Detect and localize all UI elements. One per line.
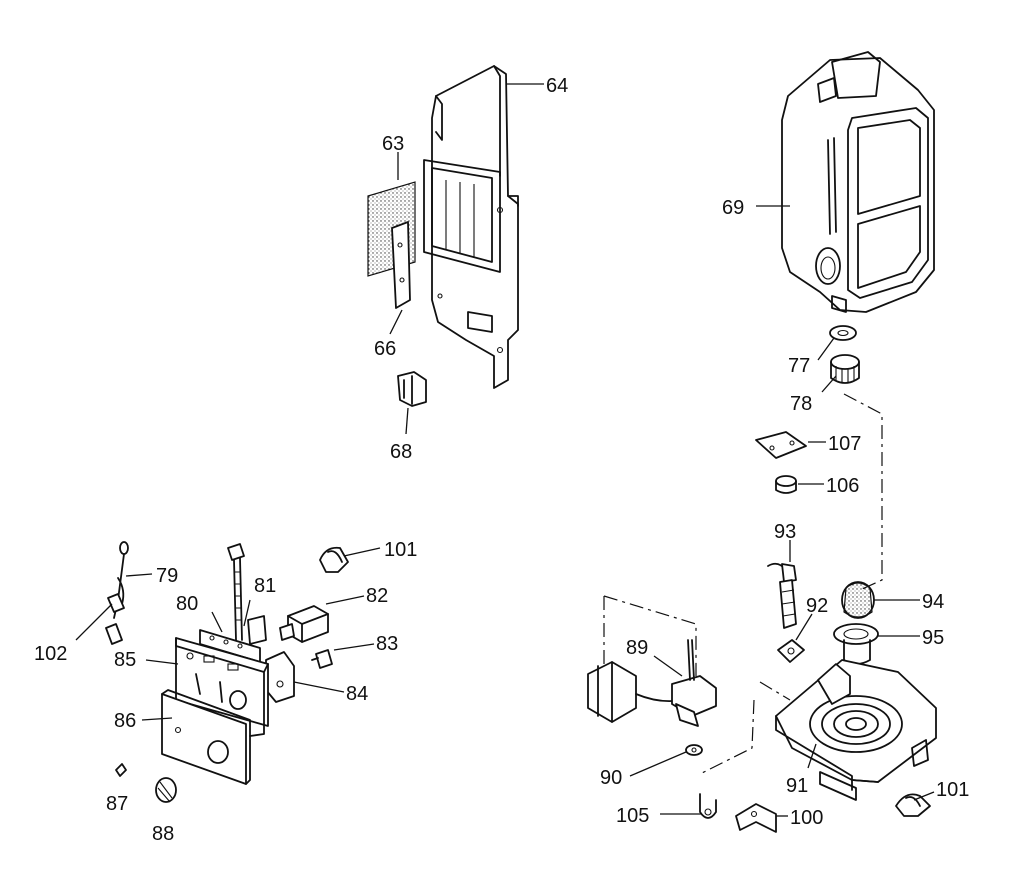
part-86-front-plate	[161, 689, 251, 785]
callout-100: 100	[790, 807, 823, 829]
callout-102: 102	[34, 643, 67, 665]
callout-labels: 64 63 66 68 69 77 78 107 106 93 94 92 95…	[34, 75, 969, 845]
part-87-indicator	[115, 763, 127, 777]
callout-95: 95	[922, 627, 944, 649]
part-85-control-board	[175, 637, 269, 737]
part-107-gasket-plate	[755, 431, 807, 459]
part-81-cable-ribbon	[227, 543, 267, 645]
callout-87: 87	[106, 793, 128, 815]
callout-66: 66	[374, 338, 396, 360]
part-105-wire-clip	[699, 793, 717, 819]
part-84-mounting-bracket	[265, 651, 295, 703]
part-69-water-tank	[781, 51, 935, 313]
callout-78: 78	[790, 393, 812, 415]
callout-86: 86	[114, 710, 136, 732]
callout-107: 107	[828, 433, 861, 455]
callout-85: 85	[114, 649, 136, 671]
callout-81: 81	[254, 575, 276, 597]
part-66-side-plate	[391, 221, 411, 309]
part-100-bracket	[735, 803, 777, 833]
callout-89: 89	[626, 637, 648, 659]
part-95-cup	[833, 623, 879, 665]
part-92-pad	[777, 639, 805, 663]
callout-68: 68	[390, 441, 412, 463]
callout-90: 90	[600, 767, 622, 789]
callout-101-lower: 101	[936, 779, 969, 801]
callout-80: 80	[176, 593, 198, 615]
callout-79: 79	[156, 565, 178, 587]
part-90-washer	[685, 744, 703, 756]
callout-63: 63	[382, 133, 404, 155]
part-102-connector	[105, 593, 125, 645]
part-101-clamp-lower	[895, 793, 931, 817]
callout-106: 106	[826, 475, 859, 497]
callout-93: 93	[774, 521, 796, 543]
part-83-switch-knob	[311, 649, 333, 669]
assembly-lines	[603, 393, 883, 775]
part-93-tube-sensor	[767, 562, 797, 629]
leader-lines	[75, 83, 935, 817]
callout-94: 94	[922, 591, 944, 613]
part-77-washer	[829, 325, 857, 341]
part-91-heater-base	[775, 659, 937, 801]
callout-91: 91	[786, 775, 808, 797]
part-101-clamp-upper	[319, 546, 349, 573]
callout-84: 84	[346, 683, 368, 705]
part-94-filter	[841, 581, 875, 619]
callout-101-upper: 101	[384, 539, 417, 561]
part-64-control-bracket	[423, 65, 519, 389]
callout-105: 105	[616, 805, 649, 827]
callout-64: 64	[546, 75, 568, 97]
callout-92: 92	[806, 595, 828, 617]
callout-82: 82	[366, 585, 388, 607]
part-68-clip	[397, 371, 427, 407]
callout-69: 69	[722, 197, 744, 219]
callout-77: 77	[788, 355, 810, 377]
callout-88: 88	[152, 823, 174, 845]
part-106-seal	[775, 475, 797, 494]
part-88-knob	[155, 777, 177, 803]
part-89-transformer	[587, 639, 717, 727]
callout-83: 83	[376, 633, 398, 655]
part-82-relay	[279, 605, 329, 643]
part-78-valve-cap	[830, 354, 860, 384]
